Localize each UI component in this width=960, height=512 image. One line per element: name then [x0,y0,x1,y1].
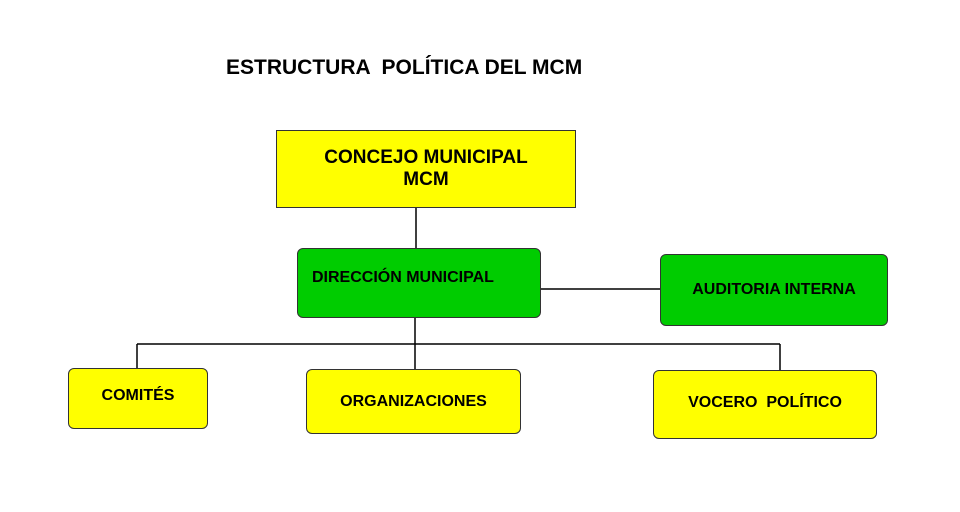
node-label: VOCERO POLÍTICO [688,393,842,411]
node-label: COMITÉS [101,386,175,404]
node-label: DIRECCIÓN MUNICIPAL [312,269,494,286]
node-vocero-politico: VOCERO POLÍTICO [653,370,877,439]
node-organizaciones: ORGANIZACIONES [306,369,521,434]
node-label: CONCEJO MUNICIPAL [324,147,528,168]
node-auditoria-interna: AUDITORIA INTERNA [660,254,888,326]
node-concejo-municipal: CONCEJO MUNICIPAL MCM [276,130,576,208]
node-label: MCM [403,169,449,190]
node-direccion-municipal: DIRECCIÓN MUNICIPAL [297,248,541,318]
node-label: AUDITORIA INTERNA [692,281,856,298]
node-comites: COMITÉS [68,368,208,429]
node-label: ORGANIZACIONES [340,392,487,410]
diagram-title: ESTRUCTURA POLÍTICA DEL MCM [226,56,583,79]
